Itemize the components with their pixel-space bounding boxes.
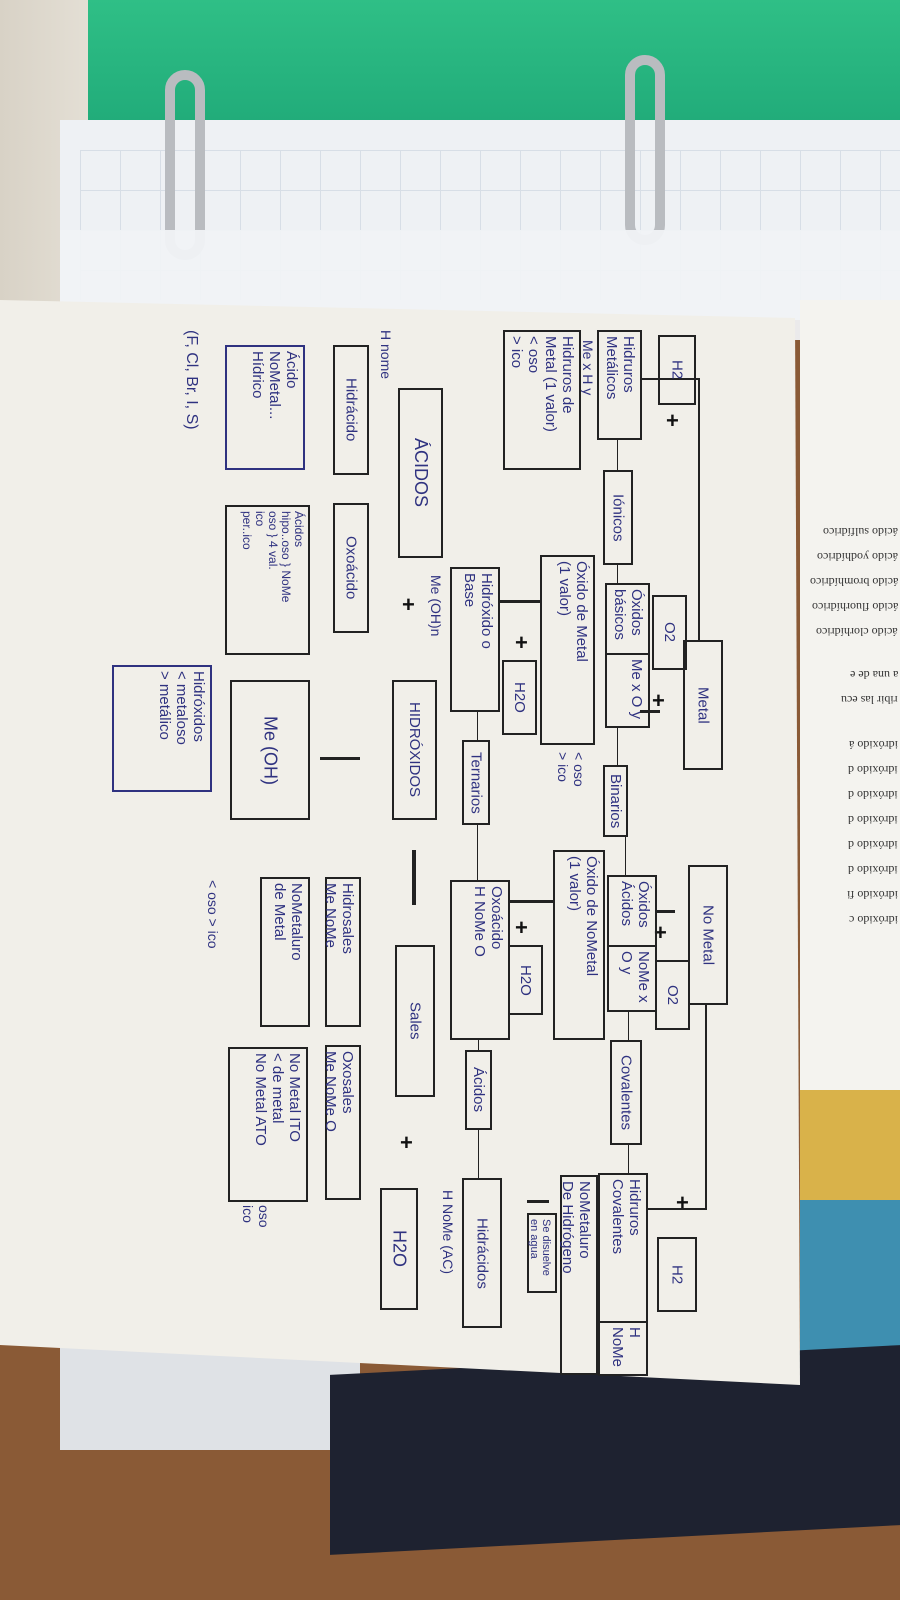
nometaluro-hidrogeno-box: NoMetaluro De Hidrógeno (559, 1175, 598, 1375)
covalentes-box: Covalentes (610, 1040, 642, 1145)
oxidos-acidos-box: Óxidos Ácidos (607, 875, 657, 947)
binarios-box: Binarios (603, 765, 628, 837)
mexhy-label: Me x H y (580, 340, 596, 396)
nomexoy-box: NoMe x O y (607, 945, 657, 1012)
hidrosales-note: < oso > ico (205, 880, 221, 949)
plus-sign: + (400, 1130, 413, 1155)
connector-line (477, 712, 478, 740)
h2o-box-1: H2O (502, 660, 537, 735)
me-oh-box: Me (OH) (230, 680, 310, 820)
oxido-metal-note: < oso > ico (555, 752, 587, 787)
connector-line (477, 825, 478, 880)
sales-box: Sales (395, 945, 435, 1097)
connector-line (617, 565, 618, 583)
hidruros-de-metal-box: Hidruros de Metal (1 valor) < oso > ico (503, 330, 581, 470)
se-disuelve-box: Se disuelve en agua (527, 1213, 557, 1293)
plus-sign: + (515, 630, 528, 655)
blue-folder (800, 1200, 900, 1370)
oxido-de-metal-box: Óxido de Metal (1 valor) (540, 555, 595, 745)
plus-sign: + (515, 915, 528, 940)
plus-sign: + (402, 592, 415, 617)
oxosales-note: oso ico (240, 1205, 272, 1228)
mexoy-box: Me x O y (605, 653, 650, 728)
hidruros-covalentes-box: Hidruros Covalentes (598, 1173, 648, 1323)
printed-page (800, 300, 900, 1100)
o2-box-right: O2 (655, 960, 690, 1030)
nometaluro-de-metal-box: NoMetaluro de Metal (260, 877, 310, 1027)
arrow-hidroxidos-to-sales (412, 850, 416, 905)
plus-sign: + (676, 1190, 689, 1215)
arrow-to-hidruros-covalentes (648, 1208, 707, 1210)
metal-box: Metal (683, 640, 723, 770)
oxosales-box: Oxosales Me NoMe O (322, 1045, 361, 1200)
connector-line (478, 1040, 479, 1050)
acido-nometal-hidrico-box: Ácido NoMetal... Hídrico (225, 345, 305, 470)
o2-box-left: O2 (652, 595, 687, 670)
arrow-o2 (640, 710, 660, 713)
green-binder (88, 0, 900, 140)
connector-line (705, 1005, 707, 1210)
hidracido-box: Hidrácido (333, 345, 369, 475)
h-nome-label: H nome (378, 330, 394, 380)
connector-line (698, 378, 700, 640)
hidracidos-box: Hidrácidos (462, 1178, 502, 1328)
arrow-se-disuelve (527, 1200, 549, 1203)
meohn-label: Me (OH)n (428, 575, 444, 637)
hidruros-metalicos-box: Hidruros Metálicos (597, 330, 642, 440)
arrow-to-hidroxido (500, 600, 540, 603)
plus-sign: + (652, 688, 665, 713)
hnome-ac-label: H NoMe (AC) (440, 1190, 456, 1275)
connector-line (617, 728, 618, 765)
yellow-folder (800, 1090, 900, 1210)
ionicos-box: Iónicos (603, 470, 633, 565)
arrow-to-oxoacido (510, 900, 553, 903)
h2o-box-2: H2O (508, 945, 543, 1015)
hidroxido-o-base-box: Hidróxido o Base (450, 567, 500, 712)
binder-ring-right (625, 55, 665, 245)
oxosales-detail-box: No Metal ITO < de metal No Metal ATO (228, 1047, 308, 1202)
connector-line (617, 440, 618, 470)
plus-sign: + (654, 920, 667, 945)
no-metal-box: No Metal (688, 865, 728, 1005)
hnome-box: H NoMe (598, 1321, 648, 1376)
plus-sign: + (666, 408, 679, 433)
h2o-box-3: H2O (380, 1188, 418, 1310)
oxoacido-acid-box: Oxoácido (333, 503, 369, 633)
halogens-label: (F, Cl, Br, I, S) (183, 330, 200, 430)
acidos-small-box: Ácidos (465, 1050, 492, 1130)
connector-line (628, 1012, 629, 1040)
connector-line (625, 837, 626, 875)
arrow-to-hidruros-metalicos (642, 378, 700, 380)
hidrosales-box: Hidrosales Me NoMe (322, 877, 361, 1027)
arrow-o2 (655, 910, 675, 913)
arrow-to-meoh (320, 757, 360, 760)
connector-line (478, 1130, 479, 1178)
acidos-big-box: ÁCIDOS (398, 388, 443, 558)
h2-box-right: H2 (657, 1237, 697, 1312)
oxido-de-nometal-box: Óxido de NoMetal (1 valor) (553, 850, 605, 1040)
acidos-hipo-box: Ácidos hipo..oso } NoMe oso } 4 val. ico… (225, 505, 310, 655)
oxoacido-box: Oxoácido H NoMe O (450, 880, 510, 1040)
navy-folder (330, 1345, 900, 1555)
h2-box-left: H2 (658, 335, 696, 405)
connector-line (628, 1145, 629, 1173)
oxidos-basicos-box: Óxidos básicos (605, 583, 650, 655)
ternarios-box: Ternarios (462, 740, 490, 825)
hidroxidos-big-box: HIDRÓXIDOS (392, 680, 437, 820)
hidroxidos-note-box: Hidróxidos < metaloso > metálico (112, 665, 212, 792)
